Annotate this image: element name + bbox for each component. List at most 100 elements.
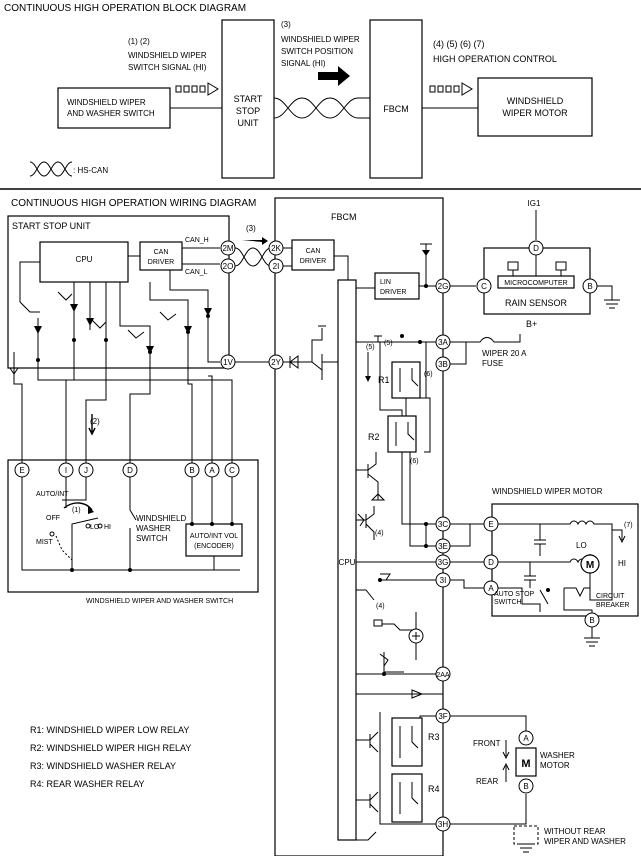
- fbcm-lower-circuit: (4): [356, 589, 436, 676]
- fbcm-cpu-label: CPU: [339, 558, 356, 567]
- ssu-can-driver-box: [139, 241, 183, 271]
- bplus-label: B+: [526, 319, 537, 329]
- motor-title: WINDSHIELD WIPER MOTOR: [492, 487, 603, 496]
- pin-2AA: [435, 666, 451, 682]
- svg-text:B: B: [523, 782, 528, 791]
- motor-M: M: [586, 560, 594, 571]
- svg-text:(ENCODER): (ENCODER): [194, 543, 234, 550]
- wiper-fuse: [450, 334, 521, 343]
- relay-R4: [391, 773, 423, 823]
- ssu-box: [7, 215, 230, 369]
- switch-auto-int: AUTO/INT: [36, 491, 69, 498]
- svg-text:(4): (4): [376, 603, 385, 610]
- legend-r4: R4: REAR WASHER RELAY: [30, 779, 145, 789]
- ssu-can-driver-line2: DRIVER: [148, 259, 174, 266]
- block-signal3-ref: (3): [281, 20, 291, 29]
- washer-line2: MOTOR: [540, 761, 570, 770]
- svg-text:R4: R4: [428, 784, 440, 794]
- arrow-ref-3: [242, 237, 268, 245]
- block-arrow-signal3: [318, 66, 350, 86]
- svg-text:3I: 3I: [440, 576, 447, 585]
- switch-off: OFF: [46, 515, 60, 522]
- wiper-motor-internal: [498, 520, 613, 616]
- svg-text:(4): (4): [375, 530, 384, 537]
- washer-pin-B: [518, 778, 534, 794]
- block-switch-box: [57, 87, 171, 129]
- block-signal3-line1: WINDSHIELD WIPER: [281, 35, 360, 44]
- fuse-line2: FUSE: [482, 359, 503, 368]
- svg-text:AUTO/INT VOL: AUTO/INT VOL: [190, 533, 238, 540]
- relay-R3: [391, 717, 423, 767]
- without-rear-dashed-box: [513, 825, 539, 845]
- svg-text:A: A: [523, 734, 529, 743]
- svg-text:I: I: [65, 466, 67, 475]
- legend-r3: R3: WINDSHIELD WASHER RELAY: [30, 761, 176, 771]
- block-switch-line2: AND WASHER SWITCH: [67, 109, 155, 118]
- block-signal12-line1: WINDSHIELD WIPER: [128, 51, 207, 60]
- switch-hi: HI: [104, 524, 111, 531]
- svg-text:(6): (6): [410, 458, 419, 465]
- svg-text:D: D: [127, 466, 133, 475]
- block-control-refs: (4) (5) (6) (7): [433, 39, 485, 49]
- svg-text:B: B: [589, 616, 594, 625]
- washer-pin-A: [518, 730, 534, 746]
- block-diagram-title: CONTINUOUS HIGH OPERATION BLOCK DIAGRAM: [4, 3, 246, 14]
- svg-text:J: J: [84, 466, 88, 475]
- rs-pin-C: [476, 278, 492, 294]
- ig1-label: IG1: [528, 199, 541, 208]
- block-ssu-box: [221, 19, 275, 179]
- svg-text:2M: 2M: [222, 244, 233, 253]
- ssu-title: START STOP UNIT: [12, 221, 91, 231]
- svg-text:E: E: [488, 520, 493, 529]
- ssu-cpu-label: CPU: [76, 255, 93, 264]
- encoder-box: [185, 523, 243, 557]
- svg-text:D: D: [533, 244, 539, 253]
- block-arrow-control: [429, 82, 473, 96]
- block-legend-twist: [29, 161, 73, 177]
- fbcm-title: FBCM: [331, 212, 357, 222]
- block-signal3-line2: SWITCH POSITION: [281, 47, 353, 56]
- svg-text:3A: 3A: [438, 338, 448, 347]
- rain-sensor-label: RAIN SENSOR: [505, 298, 568, 308]
- svg-text:C: C: [481, 282, 487, 291]
- washer-motor-body: [515, 747, 537, 777]
- svg-text:2AA: 2AA: [436, 672, 450, 679]
- ssu-can-driver-line1: CAN: [154, 249, 169, 256]
- svg-text:C: C: [229, 466, 235, 475]
- block-ssu-line3: UNIT: [238, 118, 259, 128]
- block-hscan-twist: [273, 97, 370, 119]
- block-fbcm-label: FBCM: [383, 104, 409, 114]
- svg-text:3H: 3H: [438, 820, 448, 829]
- block-signal12-line2: SWITCH SIGNAL (HI): [128, 63, 207, 72]
- ref-3: (3): [246, 224, 256, 233]
- block-ssu-line1: START: [234, 94, 263, 104]
- svg-text:(6): (6): [424, 371, 433, 378]
- svg-text:3C: 3C: [438, 520, 448, 529]
- auto-stop-line1-vis: AUTO STOP: [494, 591, 535, 598]
- svg-text:3B: 3B: [438, 360, 448, 369]
- fbcm-can-driver-box: [291, 239, 335, 271]
- ssu-cpu-box: [39, 241, 129, 283]
- switch-pins: E I J D B A C: [14, 462, 240, 478]
- block-arrow-signal12: [175, 82, 219, 96]
- block-motor-line1: WINDSHIELD: [507, 96, 564, 106]
- svg-text:DRIVER: DRIVER: [380, 289, 406, 296]
- svg-text:2K: 2K: [271, 244, 281, 253]
- svg-text:2Y: 2Y: [271, 358, 281, 367]
- fbcm-transistors: [356, 452, 386, 540]
- svg-text:(2): (2): [90, 417, 100, 426]
- legend-r1: R1: WINDSHIELD WIPER LOW RELAY: [30, 725, 189, 735]
- svg-text:B: B: [587, 282, 592, 291]
- svg-text:LIN: LIN: [380, 279, 391, 286]
- block-motor-box: [477, 77, 593, 137]
- relay-R2: [387, 415, 417, 453]
- svg-text:(5): (5): [384, 340, 393, 347]
- fbcm-lin-driver-box: [374, 272, 420, 300]
- relay-R1: [391, 361, 421, 399]
- fbcm-2y-circuit: [283, 325, 338, 380]
- svg-text:2O: 2O: [223, 262, 234, 271]
- block-signal3-line3: SIGNAL (HI): [281, 59, 326, 68]
- washer-switch-line3: SWITCH: [136, 534, 168, 543]
